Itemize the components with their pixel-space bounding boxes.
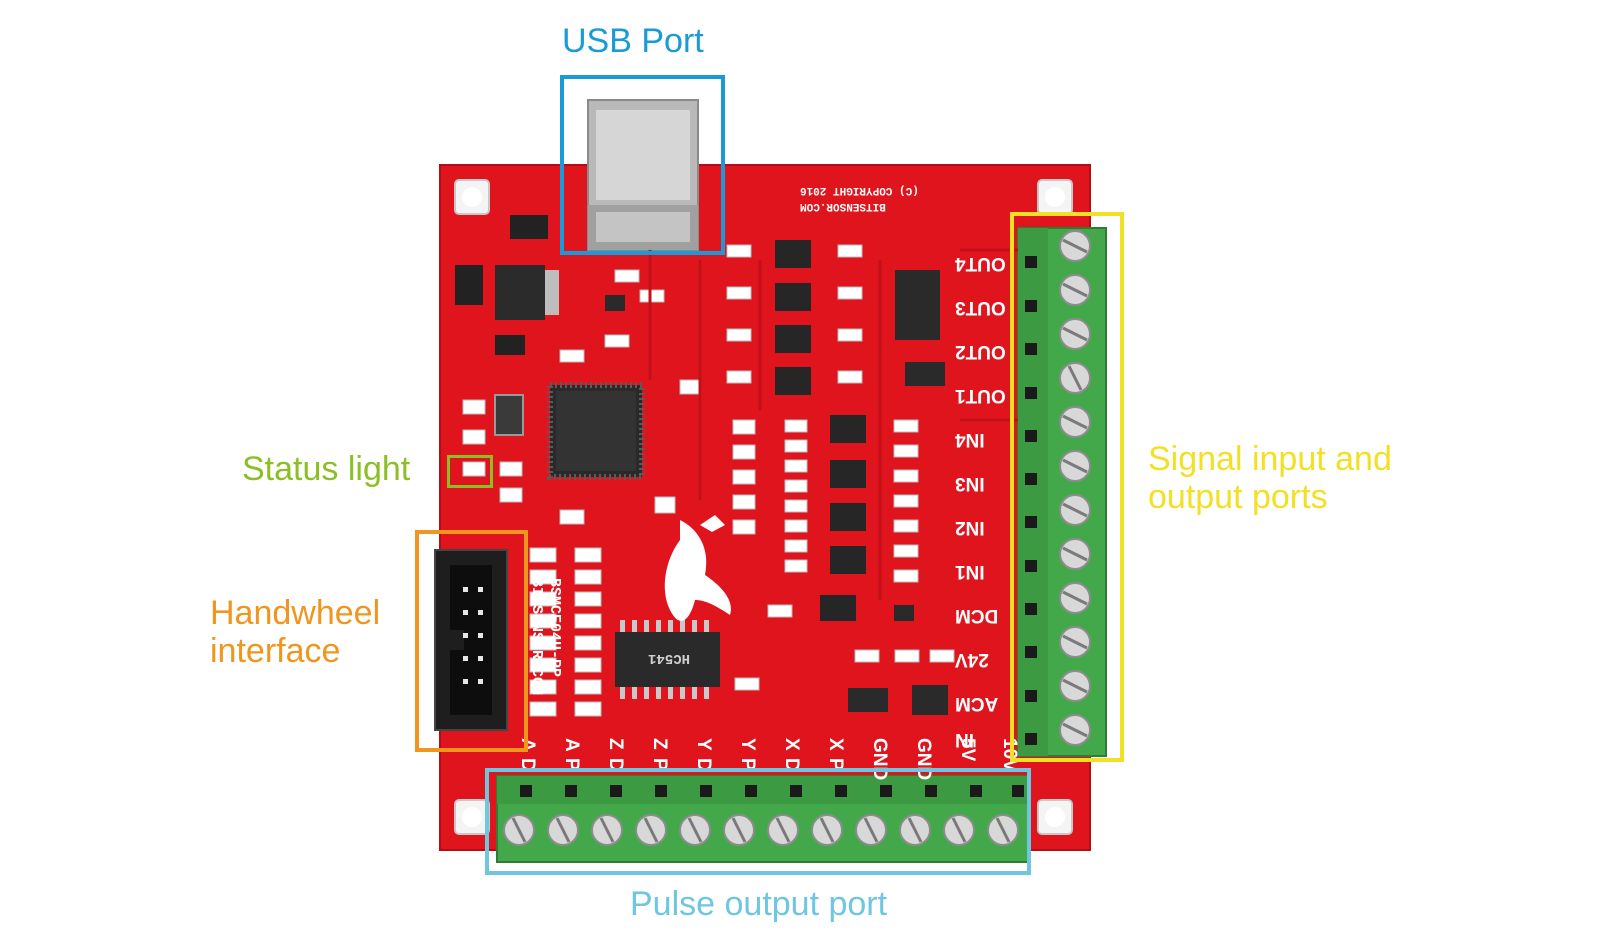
transistor <box>894 605 914 621</box>
pin-label: IN2 <box>955 517 985 538</box>
status-light-label: Status light <box>242 450 411 488</box>
diode-ss14 <box>905 362 945 386</box>
pin-label: 24V <box>955 649 989 670</box>
brand-text: BITSENSOR.COM <box>800 200 886 212</box>
resistor-array <box>462 244 955 717</box>
crystal <box>494 394 524 436</box>
pin-label: IN4 <box>955 429 985 450</box>
right-terminal-block <box>1017 227 1107 757</box>
pin-label: DCM <box>955 605 999 626</box>
inductor <box>510 215 548 239</box>
pin-axis-label: X <box>781 738 802 751</box>
transistor-2 <box>605 295 625 311</box>
pin-axis-label: Y <box>737 738 758 751</box>
model-url-text: BITSENSOR.COM <box>528 578 545 696</box>
pulse-port-callout-box <box>485 768 1031 875</box>
mcu-chip <box>547 382 645 480</box>
pcb-traces <box>648 248 1018 600</box>
pin-label: OUT3 <box>955 297 1006 318</box>
hc541-chip <box>615 620 720 699</box>
idc-connector <box>434 549 508 731</box>
hc541-chip-label: HC541 <box>648 650 691 666</box>
signal-ports-callout-box <box>1010 212 1124 762</box>
pulse-output-port-label: Pulse output port <box>630 885 888 923</box>
pin-axis-label: Z <box>605 738 626 750</box>
fuse <box>912 685 948 715</box>
usb-connector <box>587 99 699 251</box>
capacitor-2 <box>495 335 525 355</box>
pin-label: OUT1 <box>955 385 1006 406</box>
capacitor <box>455 265 483 305</box>
optocouplers <box>775 240 866 621</box>
bottom-terminal-block <box>496 775 1030 863</box>
mounting-hole-centers <box>462 187 1065 827</box>
pin-label: OUT2 <box>955 341 1006 362</box>
pin-axis-label: A <box>561 738 582 752</box>
pin-label: OUT4 <box>955 253 1006 274</box>
signal-ports-label: Signal input and output ports <box>1148 440 1392 516</box>
handwheel-callout-box <box>415 530 528 752</box>
usb-port-callout-box <box>560 75 725 255</box>
pin-axis-label: Y <box>693 738 714 751</box>
status-light-callout-box <box>447 455 493 488</box>
pin-label: IN1 <box>955 561 985 582</box>
pin-label: IN3 <box>955 473 985 494</box>
pin-axis-label: Z <box>649 738 670 750</box>
pin-axis-label: X <box>825 738 846 751</box>
bird-logo <box>664 515 731 621</box>
ic-output-driver <box>895 270 940 340</box>
voltage-regulator <box>495 265 559 320</box>
handwheel-interface-label: Handwheel interface <box>210 594 381 670</box>
diode-ss14-2 <box>848 688 888 712</box>
usb-port-label: USB Port <box>562 22 704 60</box>
model-text: BSMCE04U-PP <box>546 578 563 678</box>
copyright-text: (C) COPYRIGHT 2016 <box>800 184 919 196</box>
pin-label: 5V <box>957 738 978 762</box>
pin-label: ACM <box>955 693 999 714</box>
